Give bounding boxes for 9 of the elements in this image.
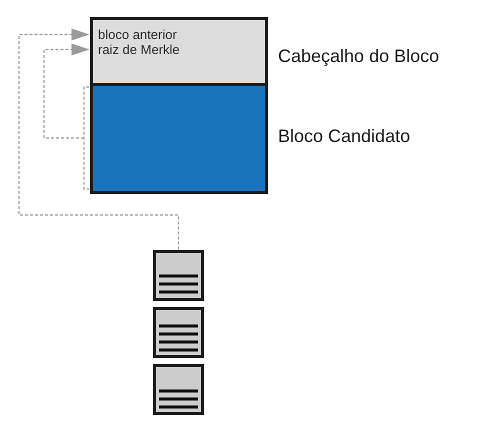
block-icon: [153, 250, 204, 301]
field-label: raiz de Merkle: [90, 42, 230, 57]
dashed-arrow: [43, 44, 90, 190]
block-icon: [153, 364, 204, 415]
block-icon: [153, 307, 204, 358]
field-label: bloco anterior: [90, 27, 230, 42]
box-heading: Cabeçalho do Bloco: [278, 45, 440, 67]
dashed-arrow: [18, 28, 180, 250]
box-heading: Bloco Candidato: [278, 125, 410, 147]
